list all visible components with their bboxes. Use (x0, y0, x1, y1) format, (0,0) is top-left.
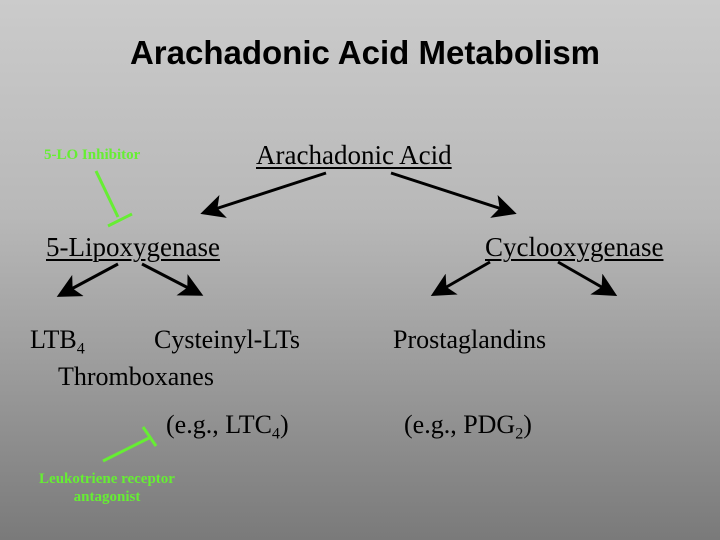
arrow-to-cysteinyl (141, 262, 204, 296)
antagonist-line (102, 435, 152, 463)
arrow-to-cyclooxygenase (390, 171, 517, 218)
slide-title: Arachadonic Acid Metabolism (129, 34, 601, 71)
antagonist-bar (141, 426, 158, 447)
antagonist-line-2: antagonist (73, 489, 141, 505)
pdg-close: ) (523, 410, 532, 439)
ltc-text: (e.g., LTC (166, 410, 272, 439)
example-pdg2: (e.g., PDG2) (404, 410, 532, 443)
inhibition-markers (94, 170, 158, 463)
arrow-to-cox-product (557, 260, 618, 296)
label-leukotriene-receptor-antagonist: Leukotriene receptor antagonist (22, 470, 192, 506)
node-5-lipoxygenase: 5-Lipoxygenase (46, 232, 220, 262)
arrow-to-lipoxygenase (200, 171, 327, 218)
ltc-subscript: 4 (271, 425, 280, 443)
antagonist-line-1: Leukotriene receptor (39, 471, 175, 487)
example-ltc4: (e.g., LTC4) (166, 410, 289, 443)
product-cysteinyl-lts: Cysteinyl-LTs (154, 325, 301, 354)
product-ltb4: LTB4 (30, 325, 85, 358)
ltb-text: LTB (30, 325, 77, 354)
lo-inhibitor-bar (107, 212, 133, 228)
arrow-to-prostaglandins (430, 260, 491, 296)
label-5-lo-inhibitor: 5-LO Inhibitor (44, 147, 141, 163)
pdg-text: (e.g., PDG (404, 410, 516, 439)
product-thromboxanes: Thromboxanes (58, 362, 214, 391)
ltb-subscript: 4 (76, 340, 85, 358)
node-cyclooxygenase: Cyclooxygenase (485, 232, 664, 262)
lo-inhibitor-line (94, 170, 120, 218)
pdg-subscript: 2 (515, 425, 524, 443)
node-arachadonic-acid: Arachadonic Acid (256, 140, 452, 170)
arrow-to-ltb4 (56, 262, 119, 297)
ltc-close: ) (279, 410, 289, 439)
product-prostaglandins: Prostaglandins (393, 325, 547, 354)
